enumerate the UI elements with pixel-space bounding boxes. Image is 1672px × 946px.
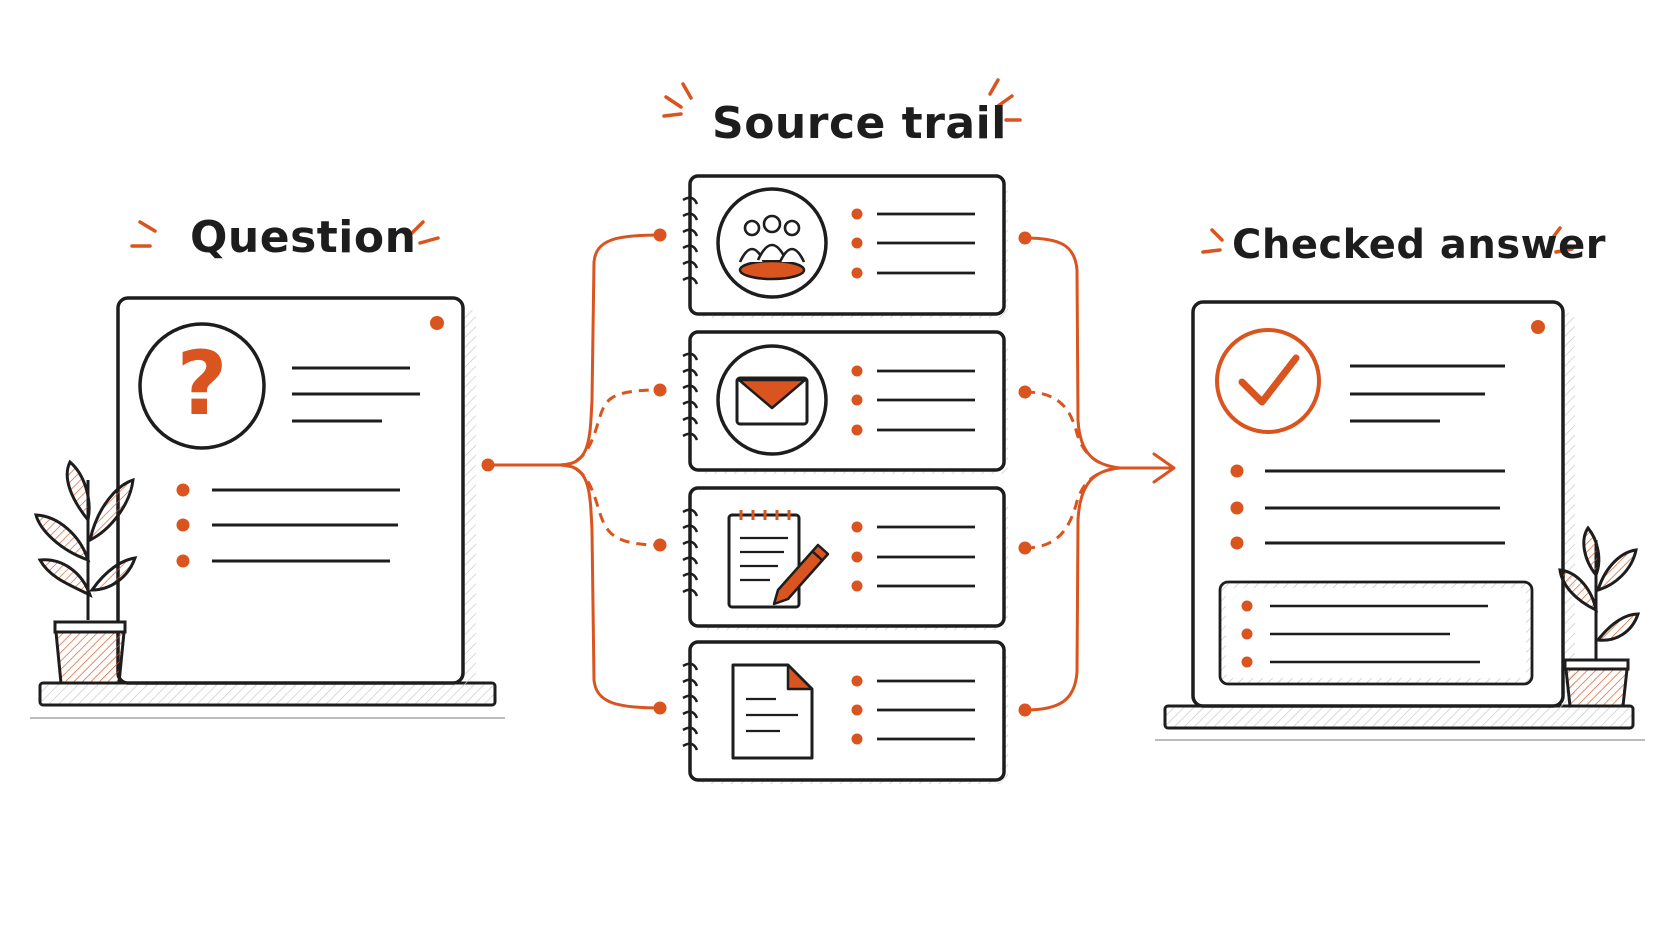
- question-card: ?: [30, 220, 505, 719]
- answer-summary-box: [1218, 580, 1534, 686]
- question-title: Question: [190, 212, 417, 263]
- source-trail-title: Source trail: [712, 98, 1007, 149]
- source-card-people: [682, 174, 1008, 318]
- document-icon: [731, 663, 814, 760]
- answer-sparkle-icon: [1201, 226, 1574, 254]
- connector-lines: [481, 228, 1176, 717]
- answer-card-pin: [1531, 320, 1545, 334]
- checked-answer-title: Checked answer: [1232, 222, 1606, 268]
- source-sparkle-icon: [662, 78, 1022, 122]
- envelope-icon: [716, 344, 828, 456]
- checkmark-icon: [1215, 328, 1321, 434]
- notepad-pencil-icon: [727, 510, 830, 609]
- plant-left-icon: [34, 459, 138, 685]
- question-bullet-list: [176, 483, 400, 568]
- source-trail: [662, 78, 1022, 784]
- question-mark-icon: ?: [138, 322, 266, 450]
- source-card-document: [682, 640, 1008, 784]
- question-symbol: ?: [176, 332, 227, 435]
- source-card-email: [682, 330, 1008, 474]
- source-card-notes: [682, 486, 1008, 630]
- answer-card: [1155, 226, 1645, 741]
- plant-right-icon: [1558, 525, 1641, 708]
- question-sparkle-icon: [130, 220, 440, 248]
- answer-bullet-list: [1230, 464, 1505, 550]
- people-group-icon: [716, 187, 828, 299]
- answer-shelf: [1163, 704, 1635, 730]
- question-card-pin: [430, 316, 444, 330]
- question-shelf: [38, 681, 497, 707]
